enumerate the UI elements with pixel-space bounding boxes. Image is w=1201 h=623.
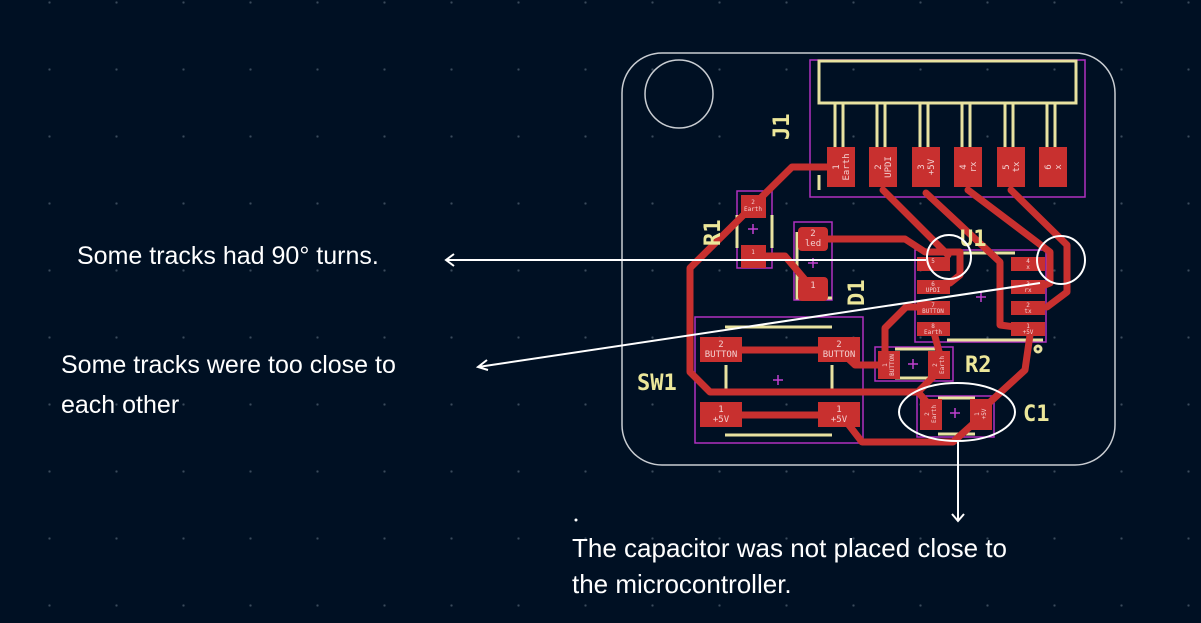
c1-pad-2[interactable] — [920, 399, 942, 430]
r1-pad-2[interactable] — [741, 195, 766, 218]
arrow-capacitor — [951, 441, 965, 523]
j1-footprint[interactable]: 1Earth 2UPDI 3+5V 4rx 5tx 6x — [827, 147, 1067, 187]
highlight-circle-90deg — [926, 234, 972, 280]
silkscreen — [724, 59, 1078, 437]
j1-pad-1[interactable] — [827, 147, 855, 187]
ref-r2: R2 — [965, 353, 992, 378]
svg-text:1+5V: 1+5V — [831, 405, 848, 425]
annotation-tracks-too-close-line1: Some tracks were too close to — [61, 351, 396, 379]
u1-pad-6[interactable] — [917, 280, 950, 294]
arrow-clearance — [475, 282, 1041, 371]
svg-text:1Earth: 1Earth — [832, 153, 852, 180]
ref-sw1: SW1 — [637, 371, 677, 396]
sw1-pad-2a[interactable] — [700, 337, 742, 362]
j1-pad-5[interactable] — [997, 147, 1025, 187]
j1-pad-4[interactable] — [954, 147, 982, 187]
ref-j1: J1 — [770, 114, 795, 141]
r1-pad-1[interactable] — [741, 245, 766, 268]
svg-text:2tx: 2tx — [1024, 302, 1032, 315]
annotation-capacitor-line1: The capacitor was not placed close to — [572, 533, 1008, 563]
svg-text:2Earth: 2Earth — [924, 405, 938, 423]
sw1-pad-1b[interactable] — [818, 402, 860, 427]
mounting-hole — [644, 59, 714, 129]
svg-text:1+5V: 1+5V — [713, 405, 730, 425]
svg-text:1BUTTON: 1BUTTON — [882, 354, 896, 376]
ref-u1: U1 — [960, 227, 987, 252]
u1-pad-7[interactable] — [917, 301, 950, 315]
svg-text:2Earth: 2Earth — [744, 199, 762, 213]
j1-pad-6[interactable] — [1039, 147, 1067, 187]
annotation-tracks-too-close: Some tracks were too close to each other — [61, 345, 396, 425]
svg-text:3+5V: 3+5V — [917, 158, 937, 175]
annotation-capacitor-line2: the microcontroller. — [572, 569, 792, 599]
r2-footprint[interactable]: 1BUTTON 2Earth — [878, 351, 950, 379]
svg-text:4rx: 4rx — [959, 161, 979, 172]
annotation-90deg-turns: Some tracks had 90° turns. — [77, 242, 379, 270]
svg-text:1+5V: 1+5V — [1023, 323, 1034, 336]
svg-text:5: 5 — [931, 258, 935, 265]
d1-pad-2[interactable] — [798, 227, 828, 251]
u1-pad-8[interactable] — [917, 322, 950, 336]
footprint-anchors — [748, 224, 986, 418]
ref-d1: D1 — [845, 280, 870, 307]
arrow-90deg — [444, 253, 926, 267]
svg-text:6x: 6x — [1044, 164, 1064, 170]
svg-text:1: 1 — [810, 281, 815, 291]
highlight-circle-clearance — [1036, 235, 1086, 285]
svg-text:4x: 4x — [1026, 258, 1030, 271]
ref-c1: C1 — [1023, 402, 1050, 427]
svg-text:2UPDI: 2UPDI — [874, 156, 894, 178]
annotation-capacitor-placement: The capacitor was not placed close to th… — [572, 530, 1007, 602]
sw1-pad-2b[interactable] — [818, 337, 860, 362]
r2-pad-2[interactable] — [928, 351, 950, 379]
j1-pad-3[interactable] — [912, 147, 940, 187]
ref-r1: R1 — [701, 220, 726, 247]
d1-pad-1[interactable] — [798, 277, 828, 301]
u1-pad-2[interactable] — [1011, 301, 1045, 315]
annotation-marks — [444, 234, 1086, 523]
annotation-tracks-too-close-line2: each other — [61, 391, 180, 419]
svg-text:5tx: 5tx — [1002, 161, 1022, 172]
c1-footprint[interactable]: 2Earth 1+5V — [920, 399, 992, 430]
svg-text:2Earth: 2Earth — [932, 356, 946, 374]
c1-pad-1[interactable] — [970, 399, 992, 430]
j1-pad-2[interactable] — [869, 147, 897, 187]
sw1-pad-1a[interactable] — [700, 402, 742, 427]
u1-pad-1[interactable] — [1011, 322, 1045, 336]
svg-text:1: 1 — [751, 249, 755, 256]
r2-pad-1[interactable] — [878, 351, 900, 379]
svg-text:1+5V: 1+5V — [974, 408, 988, 419]
